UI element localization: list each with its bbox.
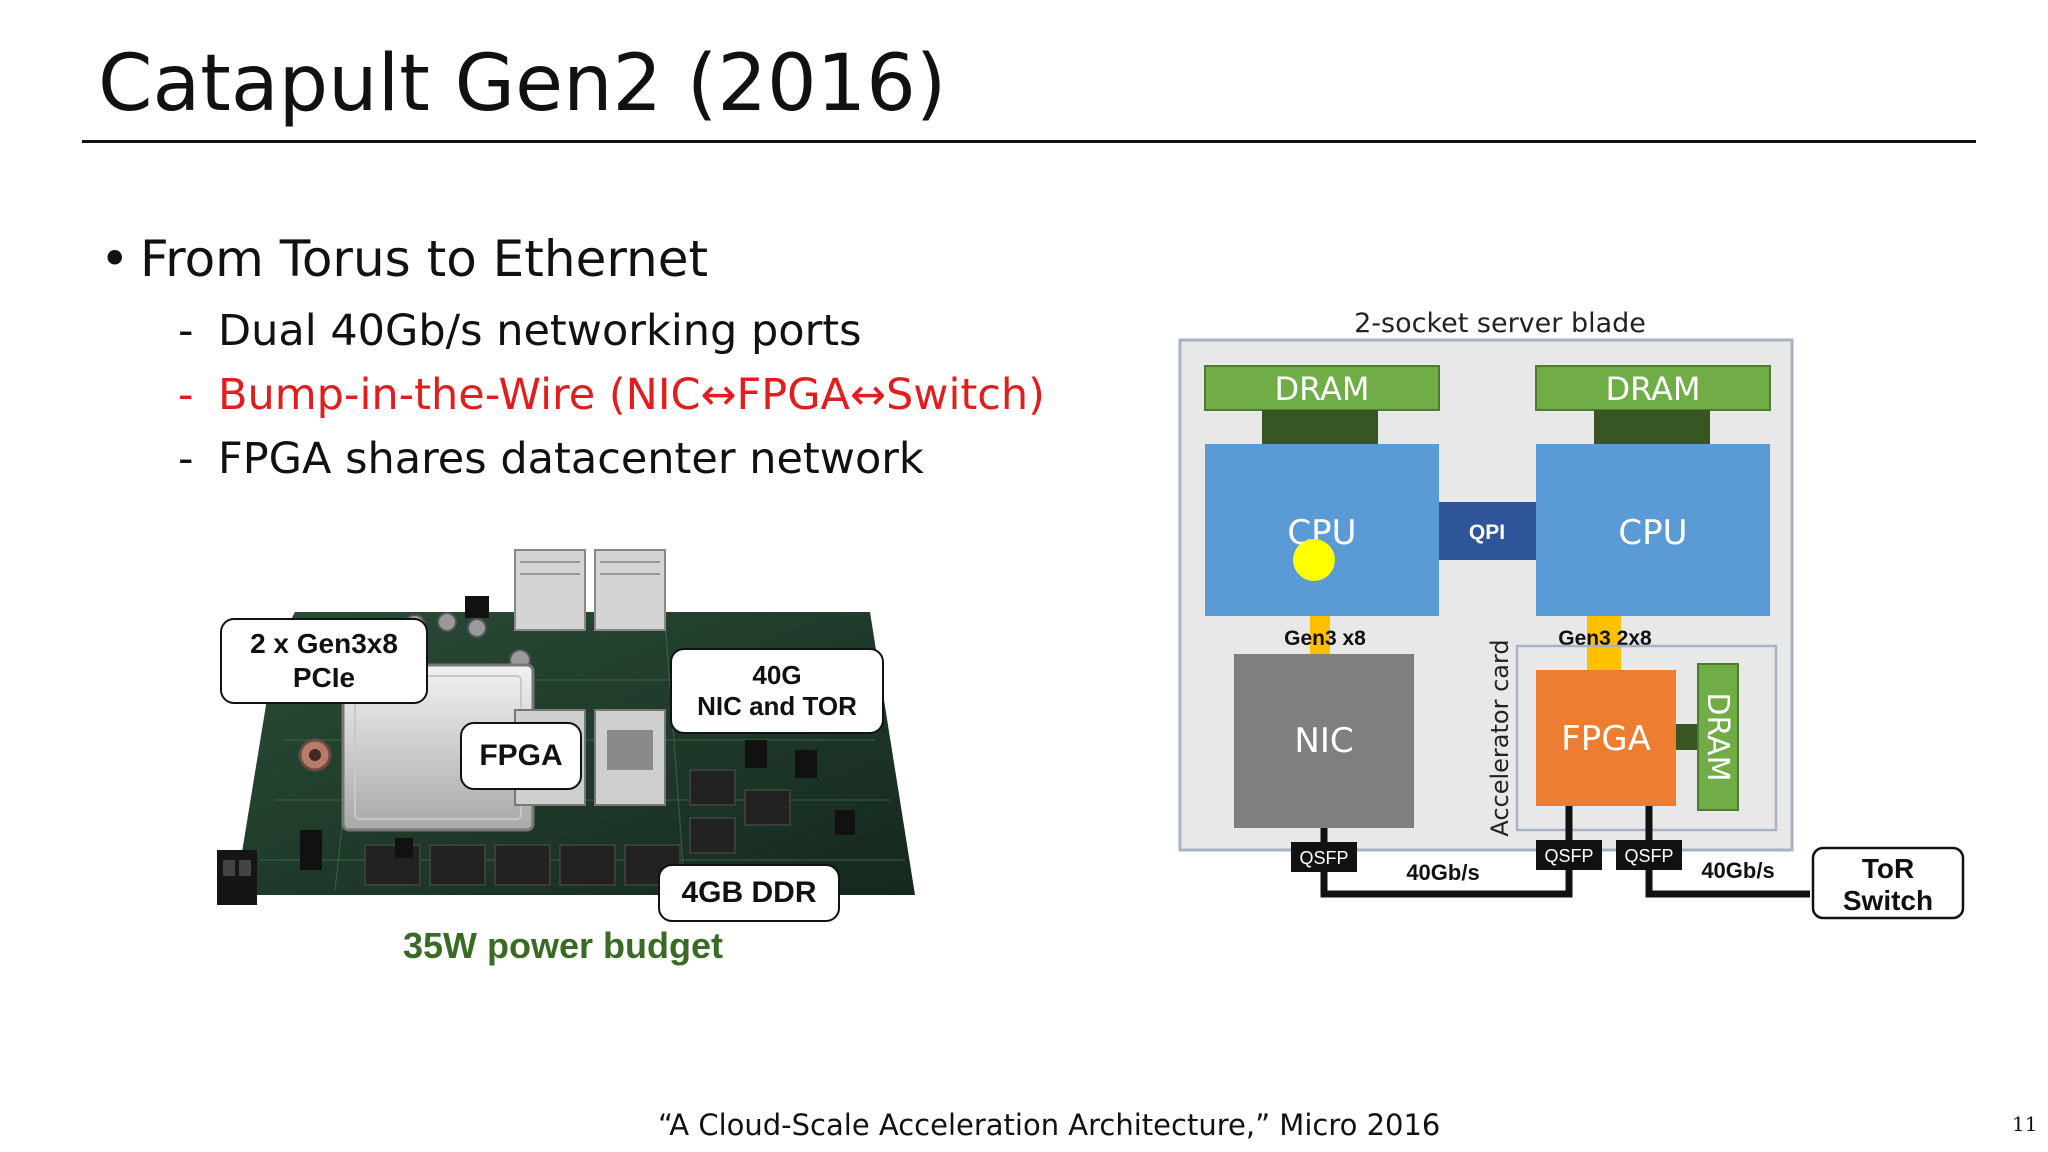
dram-right bbox=[1535, 365, 1771, 411]
svg-text:FPGA: FPGA bbox=[1561, 719, 1651, 759]
cursor-dot bbox=[1293, 539, 1335, 581]
qsfp-port-fpga-1 bbox=[1536, 840, 1602, 870]
fpga-box bbox=[1536, 670, 1676, 806]
svg-text:Gen3 2x8: Gen3 2x8 bbox=[1558, 627, 1652, 650]
svg-text:ToR: ToR bbox=[1862, 853, 1914, 884]
blade-label: 2-socket server blade bbox=[1354, 308, 1646, 339]
qsfp-port-nic bbox=[1291, 842, 1357, 872]
svg-text:CPU: CPU bbox=[1618, 513, 1687, 553]
dram-left-connector bbox=[1262, 410, 1378, 444]
callout-ddr: 4GB DDR bbox=[658, 864, 840, 922]
svg-text:Switch: Switch bbox=[1843, 885, 1933, 916]
qsfp-port-fpga-2 bbox=[1616, 840, 1682, 870]
fpga-dram-connector bbox=[1676, 724, 1698, 750]
callout-nic-line2: NIC and TOR bbox=[697, 691, 857, 721]
nic-box bbox=[1234, 654, 1414, 828]
cpu-left bbox=[1205, 444, 1439, 616]
svg-text:40Gb/s: 40Gb/s bbox=[1701, 858, 1774, 883]
svg-text:QSFP: QSFP bbox=[1299, 848, 1348, 868]
svg-text:NIC: NIC bbox=[1294, 721, 1353, 761]
slide-title: Catapult Gen2 (2016) bbox=[98, 39, 947, 129]
dram-left bbox=[1204, 365, 1440, 411]
sub-bullet-ports: Dual 40Gb/s networking ports bbox=[218, 306, 862, 356]
pcie-link-left bbox=[1310, 616, 1330, 654]
page-number: 11 bbox=[2012, 1112, 2038, 1136]
callout-fpga: FPGA bbox=[460, 722, 582, 790]
callout-nic-line1: 40G bbox=[752, 659, 802, 690]
tor-switch-box bbox=[1811, 846, 1965, 920]
callout-pcie-line1: 2 x Gen3x8 bbox=[250, 628, 398, 660]
pcie-link-right bbox=[1587, 616, 1621, 670]
svg-text:DRAM: DRAM bbox=[1700, 692, 1735, 781]
server-blade-diagram: 2-socket server blade DRAM DRAM CPU QPI … bbox=[1178, 308, 1965, 920]
sub-bullet-dash: - bbox=[178, 306, 194, 356]
qpi-link bbox=[1439, 502, 1536, 560]
dram-right-connector bbox=[1594, 410, 1710, 444]
sub-bullet-bump-in-wire: Bump-in-the-Wire (NIC↔FPGA↔Switch) bbox=[218, 370, 1045, 420]
citation: “A Cloud-Scale Acceleration Architecture… bbox=[658, 1108, 1441, 1142]
svg-text:Gen3 x8: Gen3 x8 bbox=[1284, 627, 1366, 650]
sub-bullet-shared-network: FPGA shares datacenter network bbox=[218, 434, 924, 484]
svg-text:DRAM: DRAM bbox=[1274, 370, 1369, 408]
svg-text:QSFP: QSFP bbox=[1544, 846, 1593, 866]
bullet-text: From Torus to Ethernet bbox=[140, 230, 709, 288]
svg-text:Accelerator card: Accelerator card bbox=[1486, 639, 1514, 836]
cpu-right bbox=[1536, 444, 1770, 616]
callout-pcie-line2: PCIe bbox=[292, 662, 356, 693]
title-underline bbox=[82, 140, 1976, 143]
accel-dram bbox=[1697, 663, 1739, 811]
bullet-dot: • bbox=[100, 230, 130, 288]
sub-bullet-dash: - bbox=[178, 370, 194, 420]
svg-text:QPI: QPI bbox=[1469, 521, 1505, 544]
power-budget-label: 35W power budget bbox=[403, 925, 724, 966]
svg-text:QSFP: QSFP bbox=[1624, 846, 1673, 866]
svg-text:DRAM: DRAM bbox=[1605, 370, 1700, 408]
power-connector bbox=[217, 850, 257, 905]
svg-text:40Gb/s: 40Gb/s bbox=[1406, 860, 1479, 885]
sub-bullet-dash: - bbox=[178, 434, 194, 484]
